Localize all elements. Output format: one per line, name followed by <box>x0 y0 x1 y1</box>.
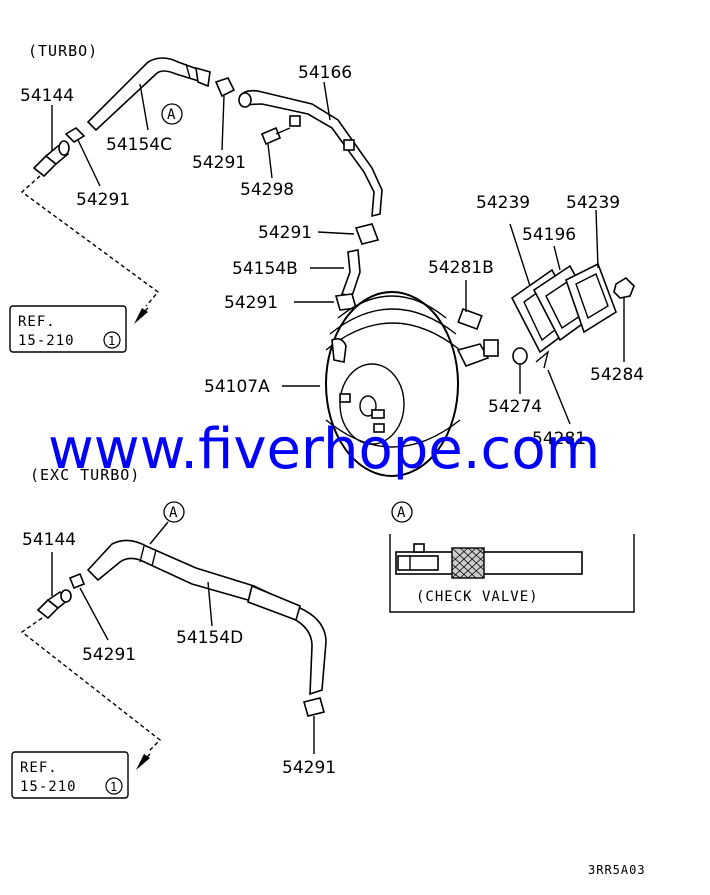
ref-bottom-line1: REF. <box>20 760 58 776</box>
ref-bottom-line2: 15-210 <box>20 779 77 795</box>
ref-top-num: 1 <box>108 334 116 348</box>
label-54154c: 54154C <box>106 135 172 155</box>
nut-54284 <box>613 276 635 362</box>
check-valve-detail-box: (CHECK VALVE) <box>389 534 635 613</box>
label-54166: 54166 <box>298 63 352 83</box>
pin-54281b <box>457 280 483 331</box>
fitting-54144-bottom <box>36 552 72 620</box>
callout-a-bottom: A <box>149 501 185 545</box>
label-54144-top: 54144 <box>20 86 74 106</box>
clip-54291-left-top <box>64 126 101 187</box>
hose-54154c <box>86 57 211 132</box>
ref-box-top: REF. 15-210 1 <box>9 305 127 353</box>
label-54284: 54284 <box>590 365 644 385</box>
brake-booster-54107a <box>282 291 499 477</box>
washer-54274 <box>512 347 528 394</box>
section-exc-turbo-heading: (EXC TURBO) <box>30 466 140 484</box>
label-54107a: 54107A <box>204 377 270 397</box>
svg-text:A: A <box>397 505 406 521</box>
label-54291-left-top: 54291 <box>76 190 130 210</box>
svg-text:A: A <box>169 505 178 521</box>
label-54239-b: 54239 <box>566 193 620 213</box>
diagram-code: 3RR5A03 <box>588 863 646 877</box>
label-54196: 54196 <box>522 225 576 245</box>
label-54291-a: 54291 <box>192 153 246 173</box>
bolt-54298 <box>260 126 291 179</box>
hose-54154b <box>310 249 361 297</box>
label-54274: 54274 <box>488 397 542 417</box>
clip-54291-c <box>294 293 358 311</box>
label-54281: 54281 <box>532 429 586 449</box>
check-valve-caption: (CHECK VALVE) <box>416 589 539 605</box>
watermark-text: www.fiverhope.com <box>48 417 600 482</box>
label-54298: 54298 <box>240 180 294 200</box>
clip-54281 <box>535 350 571 425</box>
section-turbo-heading: (TURBO) <box>28 42 98 60</box>
label-54154d: 54154D <box>176 628 243 648</box>
callout-a-detail: A <box>391 501 413 523</box>
ref-leader-top <box>20 175 160 307</box>
label-54291-c: 54291 <box>224 293 278 313</box>
clip-54291-left-bottom <box>68 572 109 641</box>
fitting-54144-top <box>32 105 70 178</box>
clip-54291-b <box>317 223 380 245</box>
ref-top-line2: 15-210 <box>18 333 75 349</box>
gasket-54239-b <box>565 209 617 334</box>
ref-top-line1: REF. <box>18 314 56 330</box>
label-54154b: 54154B <box>232 259 298 279</box>
pipe-54166 <box>238 81 383 218</box>
label-54239-a: 54239 <box>476 193 530 213</box>
callout-a-top: A <box>161 103 183 125</box>
clip-54291-bottom <box>303 697 325 754</box>
label-54291-bottom: 54291 <box>282 758 336 778</box>
svg-text:A: A <box>167 107 176 123</box>
label-54291-left-bottom: 54291 <box>82 645 136 665</box>
clip-54291-a <box>214 77 236 151</box>
ref-leader-bottom <box>20 617 162 753</box>
label-54281b: 54281B <box>428 258 494 278</box>
ref-box-bottom: REF. 15-210 1 <box>11 751 129 799</box>
label-54144-bottom: 54144 <box>22 530 76 550</box>
label-54291-b: 54291 <box>258 223 312 243</box>
ref-bottom-num: 1 <box>110 780 118 794</box>
hose-54154d <box>86 539 327 696</box>
